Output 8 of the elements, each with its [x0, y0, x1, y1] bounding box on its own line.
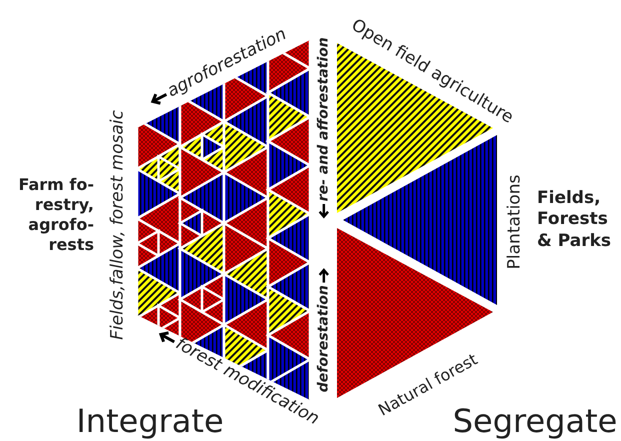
strategy-heading: Segregate	[452, 401, 618, 441]
side-heading: Fields, Forests & Parks	[537, 188, 612, 252]
transition-label: deforestation	[315, 285, 332, 392]
category-label: Fields,fallow, forest mosaic	[107, 110, 128, 340]
strategy-heading: Integrate	[76, 402, 224, 441]
transition-label: re- and afforestation	[315, 37, 332, 202]
category-label: Plantations	[504, 174, 526, 270]
side-heading: Farm fo- restry, agrofo- rests	[17, 175, 94, 255]
